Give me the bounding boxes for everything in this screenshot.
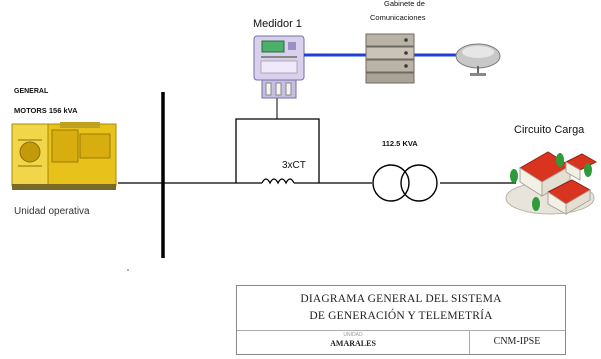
generator-label-line1: GENERAL <box>14 88 49 95</box>
comms-label-line2: Comunicaciones <box>370 13 426 22</box>
satellite-dish-icon <box>455 43 501 76</box>
unit-name: AMARALES <box>330 339 376 348</box>
meter-label: Medidor 1 <box>253 18 302 30</box>
title-block-header: DIAGRAMA GENERAL DEL SISTEMA DE GENERACI… <box>237 286 565 331</box>
ct-label: 3xCT <box>282 160 306 171</box>
stray-dot <box>127 269 129 271</box>
code-cell: CNM-IPSE <box>469 330 565 354</box>
meter-wiring <box>235 118 320 183</box>
houses-icon <box>505 151 598 215</box>
generator-caption: Unidad operativa <box>14 206 90 217</box>
generator-label-line2: MOTORS 156 kVA <box>14 106 78 115</box>
generator-icon <box>11 122 117 190</box>
transformer-label: 112.5 KVA <box>382 139 418 148</box>
unit-cell: UNIDAD AMARALES <box>237 330 470 354</box>
title-line-2: DE GENERACIÓN Y TELEMETRÍA <box>309 310 493 322</box>
title-line-1: DIAGRAMA GENERAL DEL SISTEMA <box>300 293 502 305</box>
meter-icon <box>253 35 305 99</box>
unit-small-label: UNIDAD <box>343 332 363 338</box>
load-label: Circuito Carga <box>514 124 585 136</box>
comms-label-line1: Gabinete de <box>384 0 425 8</box>
title-block: DIAGRAMA GENERAL DEL SISTEMA DE GENERACI… <box>236 285 566 355</box>
transformer-secondary <box>400 164 438 202</box>
drawing-code: CNM-IPSE <box>493 336 541 347</box>
comms-cabinet-icon <box>365 33 415 84</box>
ct-coil <box>261 178 295 185</box>
transformer-primary <box>372 164 410 202</box>
